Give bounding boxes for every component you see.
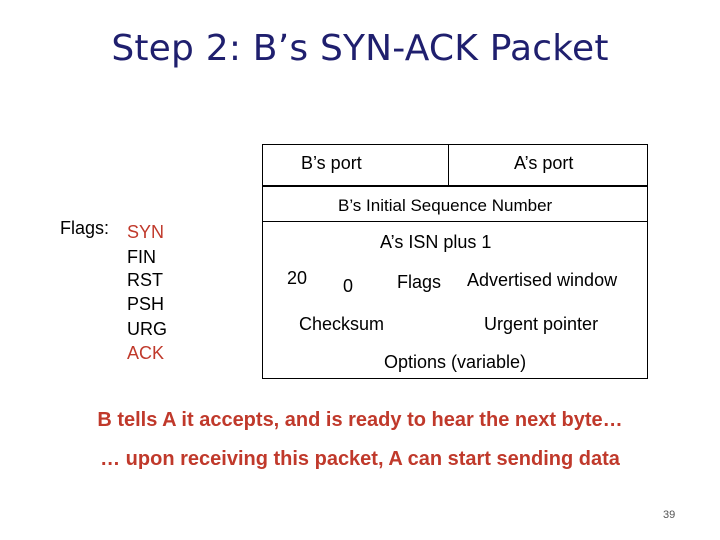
sequence-number-label: B’s Initial Sequence Number <box>338 196 553 215</box>
header-length-label: 20 <box>287 268 308 288</box>
ack-number-label: A’s ISN plus 1 <box>380 232 492 252</box>
flag-fin: FIN <box>127 247 156 267</box>
flag-rst: RST <box>127 270 163 290</box>
src-port-label: B’s port <box>301 153 362 173</box>
packet-body <box>262 222 648 379</box>
flag-ack: ACK <box>127 343 165 363</box>
flag-syn: SYN <box>127 222 165 242</box>
reserved-label: 0 <box>343 276 354 296</box>
footer-line-2: … upon receiving this packet, A can star… <box>100 448 620 470</box>
dst-port-label: A’s port <box>514 153 574 173</box>
flag-psh: PSH <box>127 294 165 314</box>
slide-title: Step 2: B’s SYN-ACK Packet <box>111 28 609 69</box>
urgent-pointer-label: Urgent pointer <box>484 314 599 334</box>
flag-urg: URG <box>127 319 167 339</box>
flags-list-label: Flags: <box>60 218 110 238</box>
page-number: 39 <box>663 509 676 521</box>
options-label: Options (variable) <box>384 352 527 372</box>
port-row <box>262 144 648 186</box>
port-divider <box>448 144 449 186</box>
window-label: Advertised window <box>467 270 618 290</box>
sequence-row <box>262 186 648 222</box>
checksum-label: Checksum <box>299 314 385 334</box>
footer-line-1: B tells A it accepts, and is ready to he… <box>97 409 623 431</box>
flags-field-label: Flags <box>397 272 442 292</box>
